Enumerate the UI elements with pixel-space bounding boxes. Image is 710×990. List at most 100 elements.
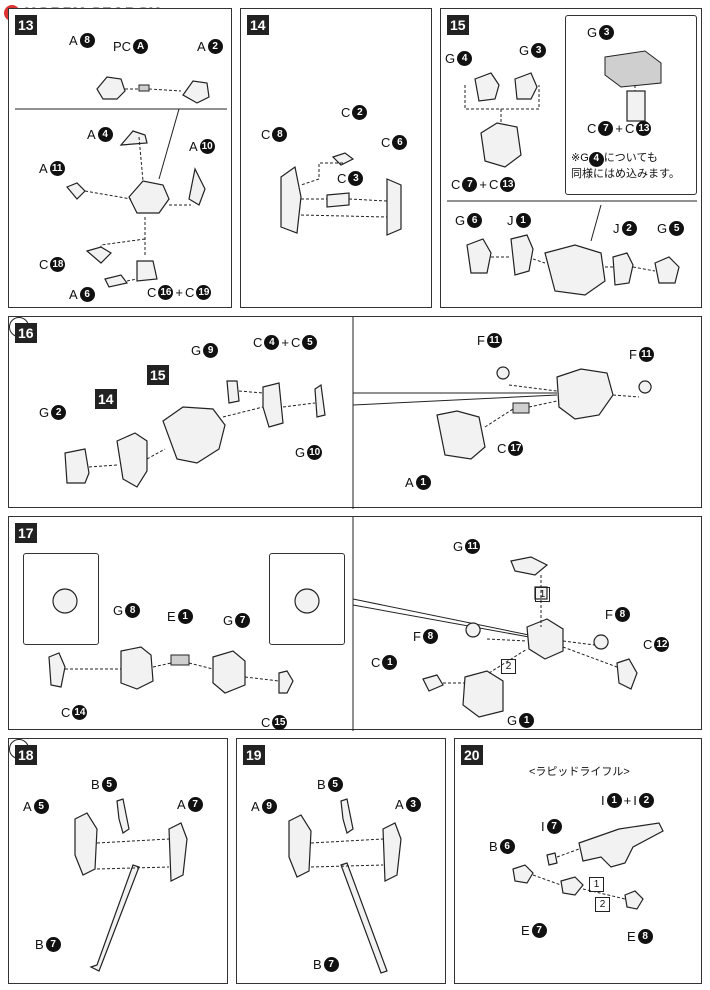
part-a5 [74, 812, 98, 876]
part-i7 [546, 852, 558, 866]
step-18-diagram [74, 798, 188, 972]
part-g5 [654, 256, 680, 284]
part-side-left [66, 182, 86, 200]
part-e8 [624, 890, 644, 910]
substep-14-badge: 14 [95, 389, 117, 409]
part-g10 [314, 383, 326, 418]
step-15-number: 15 [447, 15, 469, 35]
part-g1 [462, 670, 504, 718]
step-19-diagram [288, 798, 402, 974]
part-a6 [104, 274, 129, 288]
part-head-left [96, 76, 126, 100]
part-f8-right [593, 634, 609, 650]
part-c2 [331, 152, 355, 166]
part-g8 [120, 646, 154, 690]
part-g7 [212, 650, 246, 694]
part-g3-small [514, 72, 538, 100]
part-c8 [280, 165, 302, 234]
part-head-unit [526, 618, 564, 660]
part-f11-left [496, 366, 510, 380]
part-b5 [340, 798, 354, 834]
part-j2 [612, 252, 634, 286]
part-head-right [182, 80, 210, 104]
part-c18 [85, 246, 112, 264]
part-rifle-body [578, 822, 664, 868]
rapid-rifle-subtitle: <ラピッドライフル> [529, 766, 630, 778]
part-g11 [510, 556, 549, 576]
part-b6 [512, 864, 534, 884]
part-c14 [48, 652, 66, 688]
step-18-number: 18 [15, 745, 37, 765]
part-side-right [188, 167, 206, 206]
part-b7 [89, 864, 140, 972]
part-body-14 [116, 432, 148, 488]
part-a1 [436, 410, 486, 460]
part-f11-right [638, 380, 652, 394]
part-c1 [422, 674, 444, 692]
part-g9 [226, 380, 240, 404]
part-g3-large [604, 50, 662, 88]
part-crest [119, 130, 148, 146]
step-16-panel: 16 G2 ! 14 15 G9 C4+C5 G10 F11 F11 C17 A… [8, 316, 702, 509]
step-14-diagram [280, 152, 402, 236]
step-17-number: 17 [15, 523, 37, 543]
part-head-core [128, 180, 170, 214]
part-c7-c13-small [480, 122, 522, 168]
label-box-2: 2 [595, 897, 610, 912]
part-j1 [510, 234, 534, 276]
part-c16-c19 [136, 260, 158, 282]
part-b7 [340, 862, 388, 974]
step-15-diagram [447, 50, 697, 296]
part-c6 [386, 178, 402, 236]
part-e7 [560, 876, 584, 896]
label-box-1: 1 [589, 877, 604, 892]
part-body-right [556, 368, 614, 420]
part-g2 [64, 448, 90, 484]
part-a9 [288, 814, 312, 878]
step-16-diagram [64, 317, 652, 509]
part-body-15 [162, 406, 226, 464]
label-box-2: 2 [501, 659, 516, 674]
substep-15-badge: 15 [147, 365, 169, 385]
